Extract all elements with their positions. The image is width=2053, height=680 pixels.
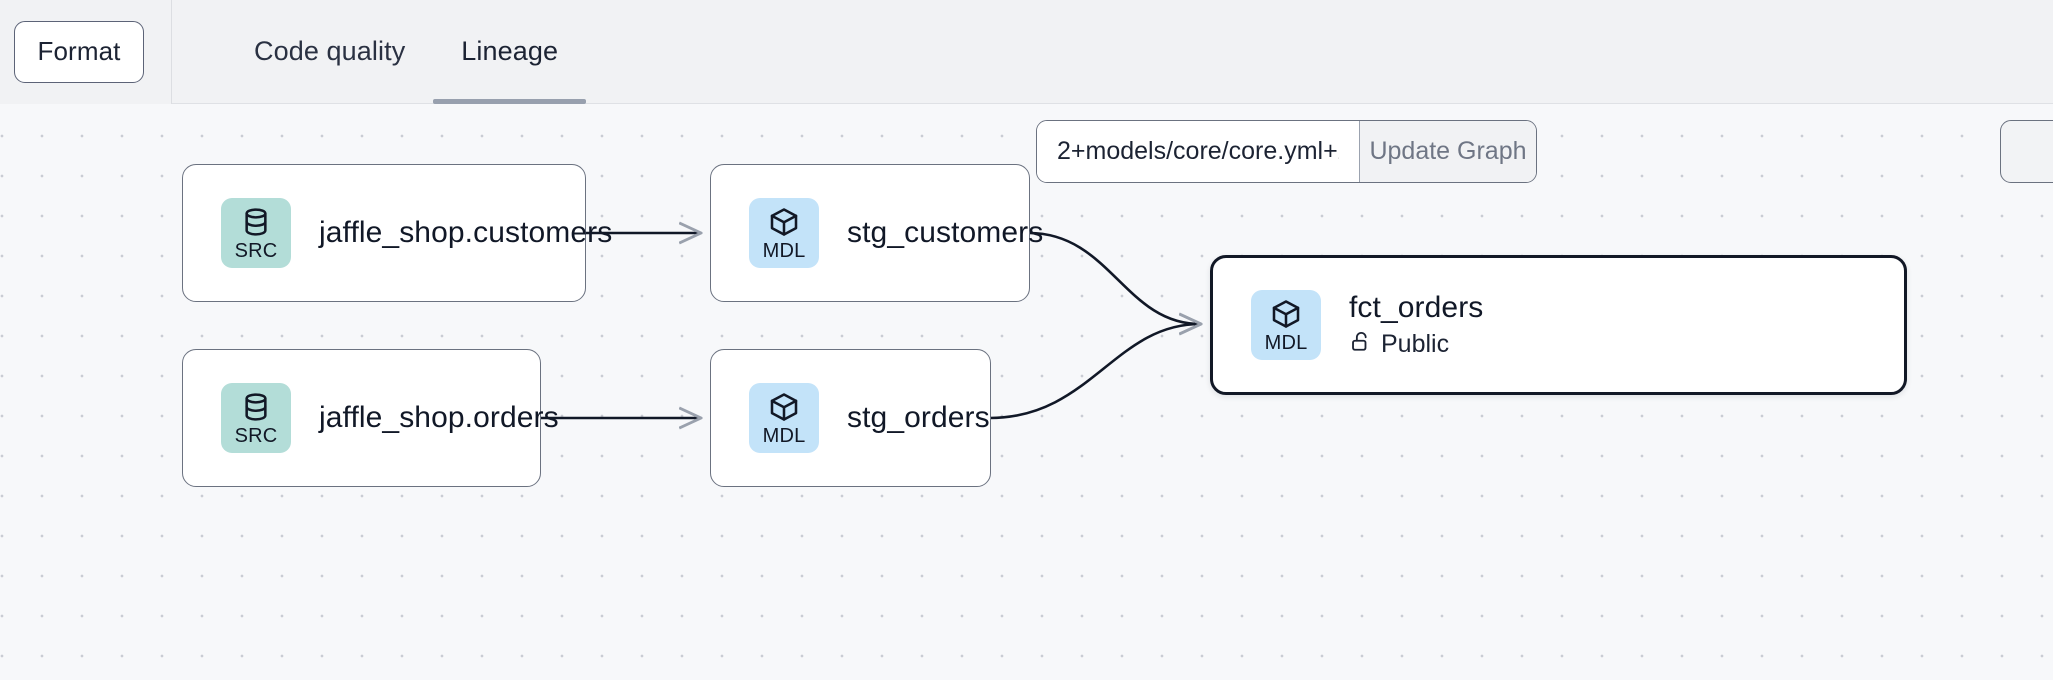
node-text-block: jaffle_shop.customers: [319, 215, 612, 250]
node-text-block: jaffle_shop.orders: [319, 400, 559, 435]
cube-icon: [1270, 298, 1302, 330]
model-badge-label: MDL: [762, 239, 806, 262]
node-title: jaffle_shop.customers: [319, 216, 613, 250]
toolbar-header: Format Code quality Lineage: [0, 0, 2053, 104]
tab-lineage[interactable]: Lineage: [433, 0, 586, 104]
node-text-block: stg_customers: [847, 215, 1043, 250]
source-badge: SRC: [221, 198, 291, 268]
node-title: stg_orders: [847, 401, 990, 435]
edge-stg-customers-to-fct-orders: [1028, 231, 1200, 324]
node-access-row: Public: [1349, 330, 1483, 360]
model-badge: MDL: [749, 383, 819, 453]
graph-selector-input[interactable]: [1037, 121, 1359, 182]
database-icon: [240, 391, 272, 423]
format-button[interactable]: Format: [14, 20, 144, 83]
node-text-block: stg_orders: [847, 400, 990, 435]
node-title: fct_orders: [1349, 291, 1484, 325]
node-title: stg_customers: [847, 216, 1044, 250]
update-graph-button[interactable]: Update Graph: [1359, 121, 1536, 182]
lineage-node-fct-orders[interactable]: MDL fct_orders Public: [1210, 255, 1907, 395]
model-badge: MDL: [749, 198, 819, 268]
lineage-canvas[interactable]: SRC jaffle_shop.customers MDL stg_custo: [0, 104, 2053, 680]
cube-icon: [768, 391, 800, 423]
format-button-zone: Format: [0, 0, 172, 104]
node-access-label: Public: [1381, 330, 1450, 359]
tab-code-quality-label: Code quality: [254, 36, 406, 66]
node-text-block: fct_orders Public: [1349, 290, 1483, 359]
model-badge-label: MDL: [762, 424, 806, 447]
tab-code-quality[interactable]: Code quality: [226, 0, 433, 104]
source-badge: SRC: [221, 383, 291, 453]
graph-controls: Update Graph: [1036, 120, 1537, 183]
source-badge-label: SRC: [234, 424, 278, 447]
edge-stg-orders-to-fct-orders: [989, 324, 1200, 420]
source-badge-label: SRC: [234, 239, 278, 262]
unlock-icon: [1349, 330, 1372, 360]
lineage-node-jaffle-shop-orders[interactable]: SRC jaffle_shop.orders: [182, 349, 559, 487]
graph-options-control[interactable]: [2000, 120, 2053, 183]
database-icon: [240, 206, 272, 238]
cube-icon: [768, 206, 800, 238]
node-title: jaffle_shop.orders: [319, 401, 559, 435]
tab-bar: Code quality Lineage: [172, 0, 586, 104]
tab-lineage-label: Lineage: [461, 36, 559, 66]
lineage-node-stg-customers[interactable]: MDL stg_customers: [710, 164, 1043, 302]
lineage-node-jaffle-shop-customers[interactable]: SRC jaffle_shop.customers: [182, 164, 612, 302]
model-badge-label: MDL: [1264, 331, 1308, 354]
model-badge: MDL: [1251, 290, 1321, 360]
lineage-node-stg-orders[interactable]: MDL stg_orders: [710, 349, 991, 487]
